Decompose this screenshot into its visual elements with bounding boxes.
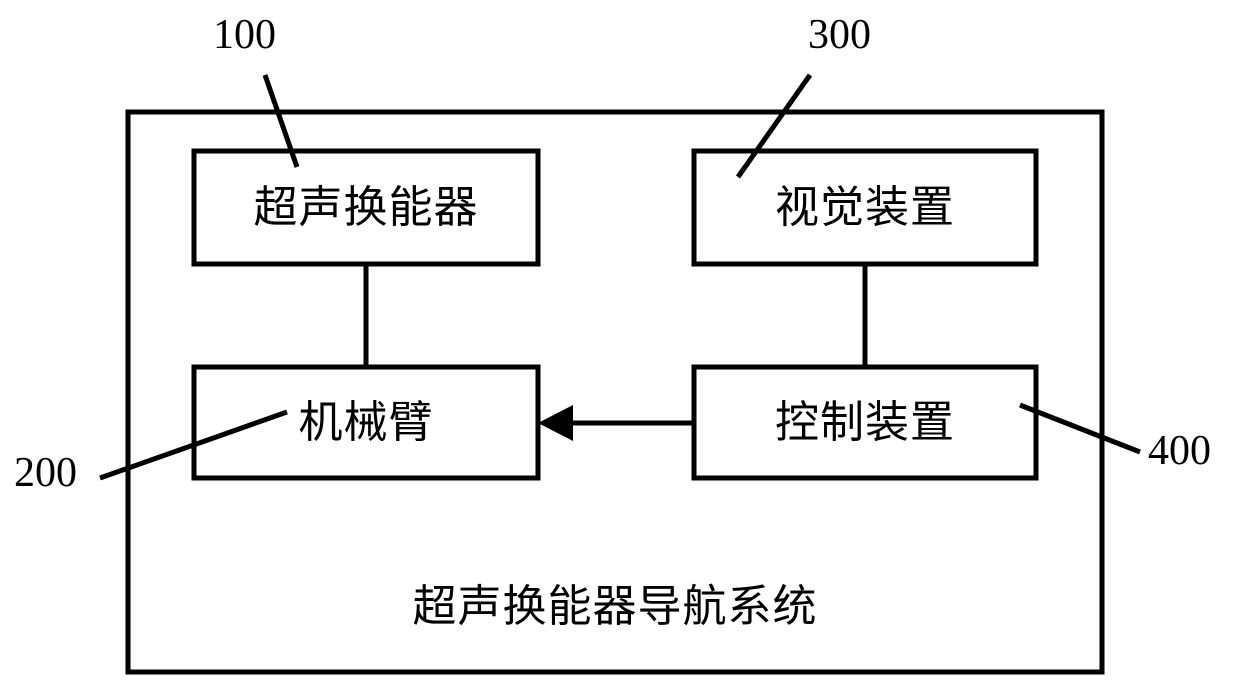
block-ultrasonic-transducer[interactable] [191, 148, 541, 267]
reference-numeral-100: 100 [213, 12, 276, 58]
block-label-vision-device: 视觉装置 [775, 181, 955, 233]
reference-numeral-300: 300 [808, 12, 871, 58]
leader-line-100 [262, 74, 300, 168]
block-label-ultrasonic-transducer: 超声换能器 [253, 181, 479, 233]
system-caption: 超声换能器导航系统 [412, 581, 818, 632]
leader-line-400 [1019, 402, 1141, 455]
block-control-device[interactable] [691, 364, 1039, 481]
reference-numeral-200: 200 [14, 450, 77, 496]
block-label-robotic-arm: 机械臂 [298, 396, 434, 448]
reference-numeral-400: 400 [1148, 428, 1211, 474]
leader-line-300 [735, 73, 813, 179]
leader-line-200 [99, 409, 288, 481]
arrowhead-left-icon [538, 405, 573, 441]
block-label-control-device: 控制装置 [775, 396, 955, 448]
